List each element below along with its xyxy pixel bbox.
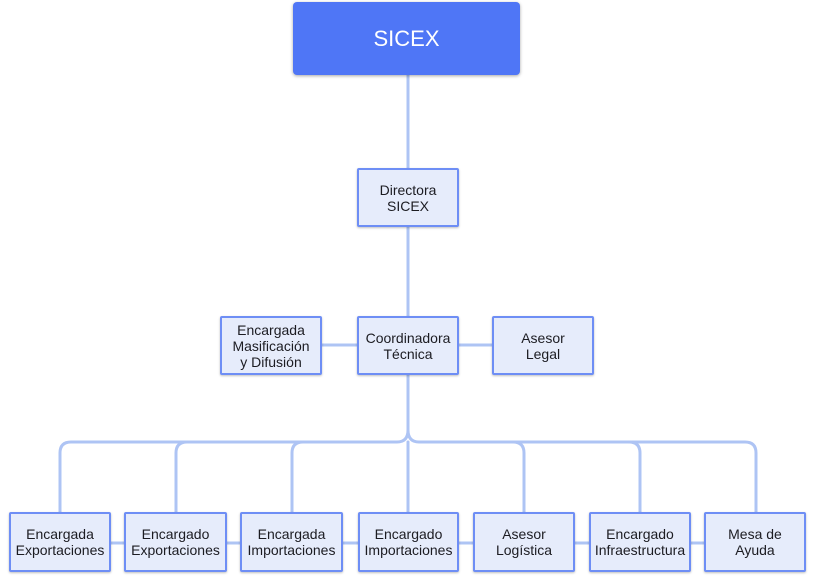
org-node-root: SICEX [293, 2, 520, 75]
connector-staff-6 [627, 440, 642, 514]
org-node-right-advisor: Asesor Legal [492, 316, 594, 375]
connector-bus [58, 428, 758, 514]
org-node-left-advisor: Encargada Masificación y Difusión [220, 316, 322, 375]
connector-staff-3 [290, 440, 305, 514]
org-node-staff-1: Encargada Exportaciones [9, 512, 111, 572]
org-node-staff-2: Encargado Exportaciones [124, 512, 227, 572]
org-node-staff-6: Encargado Infraestructura [589, 512, 691, 572]
org-node-staff-7: Mesa de Ayuda [704, 512, 806, 572]
org-node-staff-3: Encargada Importaciones [240, 512, 343, 572]
org-node-staff-4: Encargado Importaciones [358, 512, 459, 572]
connector-staff-5 [511, 440, 526, 514]
org-node-director: Directora SICEX [357, 168, 459, 227]
org-node-coordinator: Coordinadora Técnica [357, 316, 459, 375]
org-node-staff-5: Asesor Logística [473, 512, 575, 572]
connector-staff-2 [174, 440, 189, 514]
